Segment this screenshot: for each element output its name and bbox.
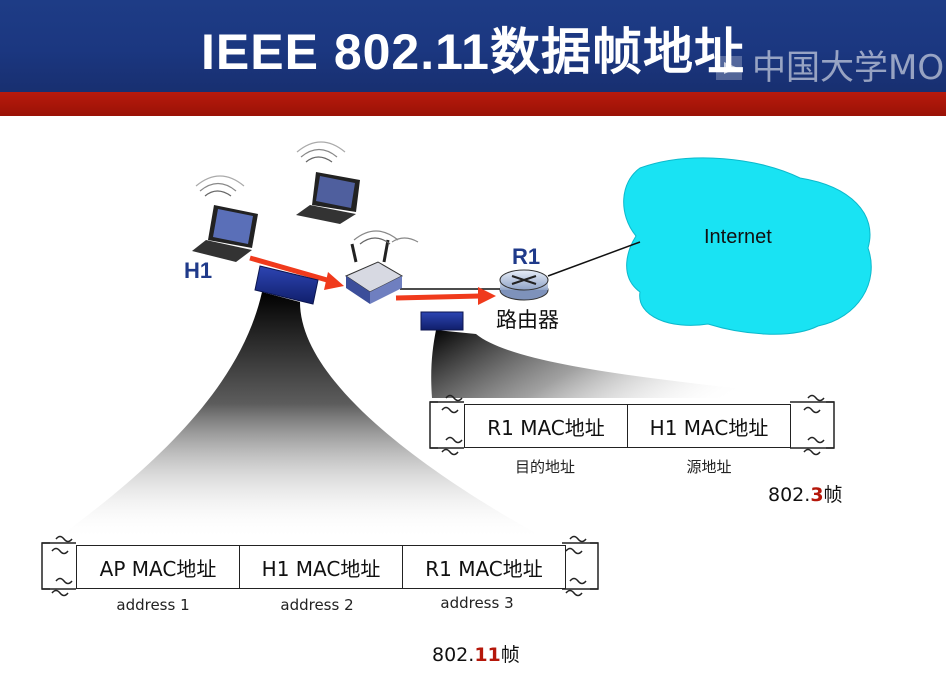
wifi-frame-outline <box>41 542 599 590</box>
ethernet-dest-caption: 目的地址 <box>514 458 575 476</box>
laptop-icon <box>192 175 258 262</box>
watermark-text: 中国大学MOOC <box>752 48 946 88</box>
title-bar <box>0 0 946 92</box>
wifi-address3-caption: address 3 <box>440 594 514 612</box>
wavy-break-icon <box>441 394 825 456</box>
ethernet-frame-block <box>420 311 464 331</box>
wavy-break-icon <box>51 535 587 597</box>
frame-name-highlight: 3 <box>810 484 824 506</box>
watermark: 中国大学MOOC <box>712 50 946 86</box>
ethernet-dest-field: R1 MAC地址 <box>487 415 605 440</box>
wifi-frame-beam <box>55 292 548 540</box>
wifi-address2-caption: address 2 <box>280 596 354 614</box>
ethernet-frame-beam <box>431 330 812 398</box>
wifi-frame-fields: AP MAC地址 H1 MAC地址 R1 MAC地址 <box>76 545 566 589</box>
arrow-ap-to-router <box>395 287 496 305</box>
router-internet-link <box>547 241 641 277</box>
internet-label: Internet <box>704 226 772 248</box>
wifi-frame-name: 802.11帧 <box>432 640 520 667</box>
laptop-icon <box>296 141 360 224</box>
frame-name-prefix: 802. <box>768 484 811 506</box>
ethernet-frame-fields: R1 MAC地址 H1 MAC地址 <box>464 404 791 448</box>
wifi-frame-block <box>254 265 319 305</box>
ethernet-frame-outline <box>429 401 835 449</box>
h1-label: H1 <box>184 258 213 283</box>
wifi-address1-caption: address 1 <box>116 596 190 614</box>
router-icon <box>499 269 549 301</box>
wireless-ap-icon <box>344 230 419 304</box>
r1-label: R1 <box>512 244 541 269</box>
ethernet-src-field: H1 MAC地址 <box>627 405 790 447</box>
ethernet-src-caption: 源地址 <box>686 458 732 476</box>
slide-title: IEEE 802.11数据帧地址 <box>200 24 745 80</box>
wifi-address1-field: AP MAC地址 <box>99 556 217 581</box>
title-accent-band <box>0 92 946 116</box>
frame-name-highlight: 11 <box>474 644 501 666</box>
arrow-h1-to-ap <box>249 255 344 290</box>
frame-name-suffix: 帧 <box>500 644 520 666</box>
frame-name-suffix: 帧 <box>823 484 843 506</box>
wifi-address3-field: R1 MAC地址 <box>402 546 565 588</box>
ethernet-frame-name: 802.3帧 <box>768 480 843 507</box>
wifi-address2-field: H1 MAC地址 <box>239 546 402 588</box>
frame-name-prefix: 802. <box>432 644 475 666</box>
mooc-logo-icon <box>716 56 742 80</box>
router-caption: 路由器 <box>496 308 559 332</box>
